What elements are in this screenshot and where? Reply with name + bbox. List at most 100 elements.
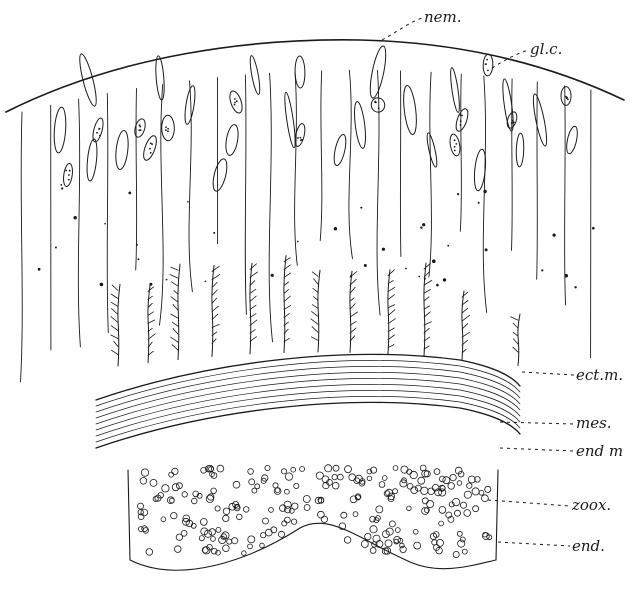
- gland-granule: [165, 126, 167, 128]
- nucleus-dot: [553, 234, 556, 237]
- gland-granule: [96, 132, 98, 134]
- label-end-text: end.: [572, 537, 605, 555]
- gland-granule: [236, 100, 238, 102]
- zooxanthella: [169, 472, 174, 477]
- process-branch: [312, 312, 318, 317]
- gland-granule: [454, 139, 456, 141]
- nematocyst: [352, 101, 367, 149]
- gland-cell: [483, 54, 493, 76]
- nematocyst: [77, 53, 100, 108]
- nucleus-dot: [478, 202, 480, 204]
- zooxanthella: [284, 501, 291, 508]
- zooxanthellae-cells: [138, 465, 492, 558]
- process-branch: [284, 296, 291, 302]
- zooxanthella: [479, 490, 484, 495]
- zooxanthella: [248, 544, 253, 549]
- gland-cells: [62, 54, 571, 187]
- zooxanthella: [393, 466, 398, 471]
- zooxanthella: [291, 467, 296, 472]
- cell-wall: [349, 70, 353, 258]
- process-branch: [212, 306, 219, 311]
- gland-granule: [234, 102, 236, 104]
- gland-granule: [487, 70, 489, 72]
- nucleus-dot: [128, 192, 131, 195]
- process-branch: [212, 266, 219, 271]
- nucleus-dot: [574, 286, 576, 288]
- label-mes-text: mes.: [576, 414, 612, 432]
- zooxanthella: [349, 474, 356, 481]
- zooxanthella: [171, 513, 177, 519]
- gland-granule: [65, 170, 67, 172]
- process-branch: [112, 309, 119, 315]
- gland-cell: [62, 163, 74, 187]
- muscle-process: [148, 285, 150, 362]
- nucleus-dot: [187, 201, 189, 203]
- zooxanthella: [223, 545, 230, 552]
- zooxanthella: [370, 526, 377, 533]
- nucleus-dot: [136, 244, 138, 246]
- process-branch: [284, 258, 290, 262]
- zooxanthella: [223, 515, 229, 521]
- nucleus-dot: [432, 259, 436, 263]
- label-endm-text: end m: [576, 442, 623, 460]
- gland-granule: [454, 146, 456, 148]
- zooxanthella: [265, 465, 270, 470]
- muscle-processes: [111, 256, 520, 366]
- zooxanthella: [176, 534, 182, 540]
- zooxanthella: [260, 543, 265, 548]
- process-branch: [513, 347, 518, 352]
- gland-granule: [378, 107, 380, 109]
- gland-cell: [91, 117, 105, 143]
- cell-wall: [483, 76, 486, 312]
- gland-cell: [449, 133, 462, 156]
- label-mes: mes.: [500, 414, 612, 432]
- zooxanthella: [243, 507, 249, 513]
- nuclei-dots: [38, 184, 595, 288]
- zooxanthella: [418, 477, 425, 484]
- process-branch: [511, 317, 518, 320]
- zooxanthella: [303, 496, 310, 503]
- nematocyst: [295, 56, 306, 88]
- zooxanthella: [462, 549, 467, 554]
- muscle-process: [118, 284, 120, 365]
- zooxanthella: [146, 549, 153, 556]
- process-branch: [311, 319, 318, 324]
- gland-cell: [227, 89, 244, 114]
- zooxanthella: [141, 469, 148, 476]
- mesoglea-fiber: [96, 396, 520, 442]
- gland-cell: [293, 123, 306, 147]
- gland-granule: [68, 174, 70, 176]
- process-branch: [313, 288, 318, 292]
- zooxanthella: [138, 527, 143, 532]
- cell-wall: [377, 70, 380, 315]
- gland-granule: [297, 137, 299, 139]
- process-branch: [173, 305, 178, 311]
- zooxanthella: [211, 537, 216, 542]
- cell-wall: [21, 112, 23, 382]
- nucleus-dot: [422, 223, 425, 226]
- process-branch: [171, 337, 179, 342]
- zooxanthella: [271, 527, 277, 533]
- zooxanthella: [304, 505, 310, 511]
- process-branch: [250, 289, 256, 293]
- process-branch: [171, 297, 178, 302]
- gland-granule: [512, 120, 514, 122]
- label-glc-text: gl.c.: [530, 40, 562, 58]
- nucleus-dot: [205, 281, 207, 283]
- gland-granule: [138, 129, 140, 131]
- nucleus-dot: [271, 274, 274, 277]
- zooxanthella: [467, 483, 472, 488]
- gland-granule: [150, 142, 152, 144]
- zooxanthella: [376, 506, 383, 513]
- nematocyst: [248, 55, 261, 95]
- zooxanthella: [161, 517, 166, 522]
- cell-wall: [295, 72, 298, 266]
- process-branch: [311, 337, 318, 340]
- zooxanthella: [460, 537, 465, 542]
- cell-wall: [537, 82, 538, 279]
- process-branch: [212, 290, 217, 296]
- zooxanthella: [249, 479, 255, 485]
- process-branch: [284, 290, 289, 294]
- gland-granule: [511, 122, 513, 124]
- zooxanthella: [345, 466, 352, 473]
